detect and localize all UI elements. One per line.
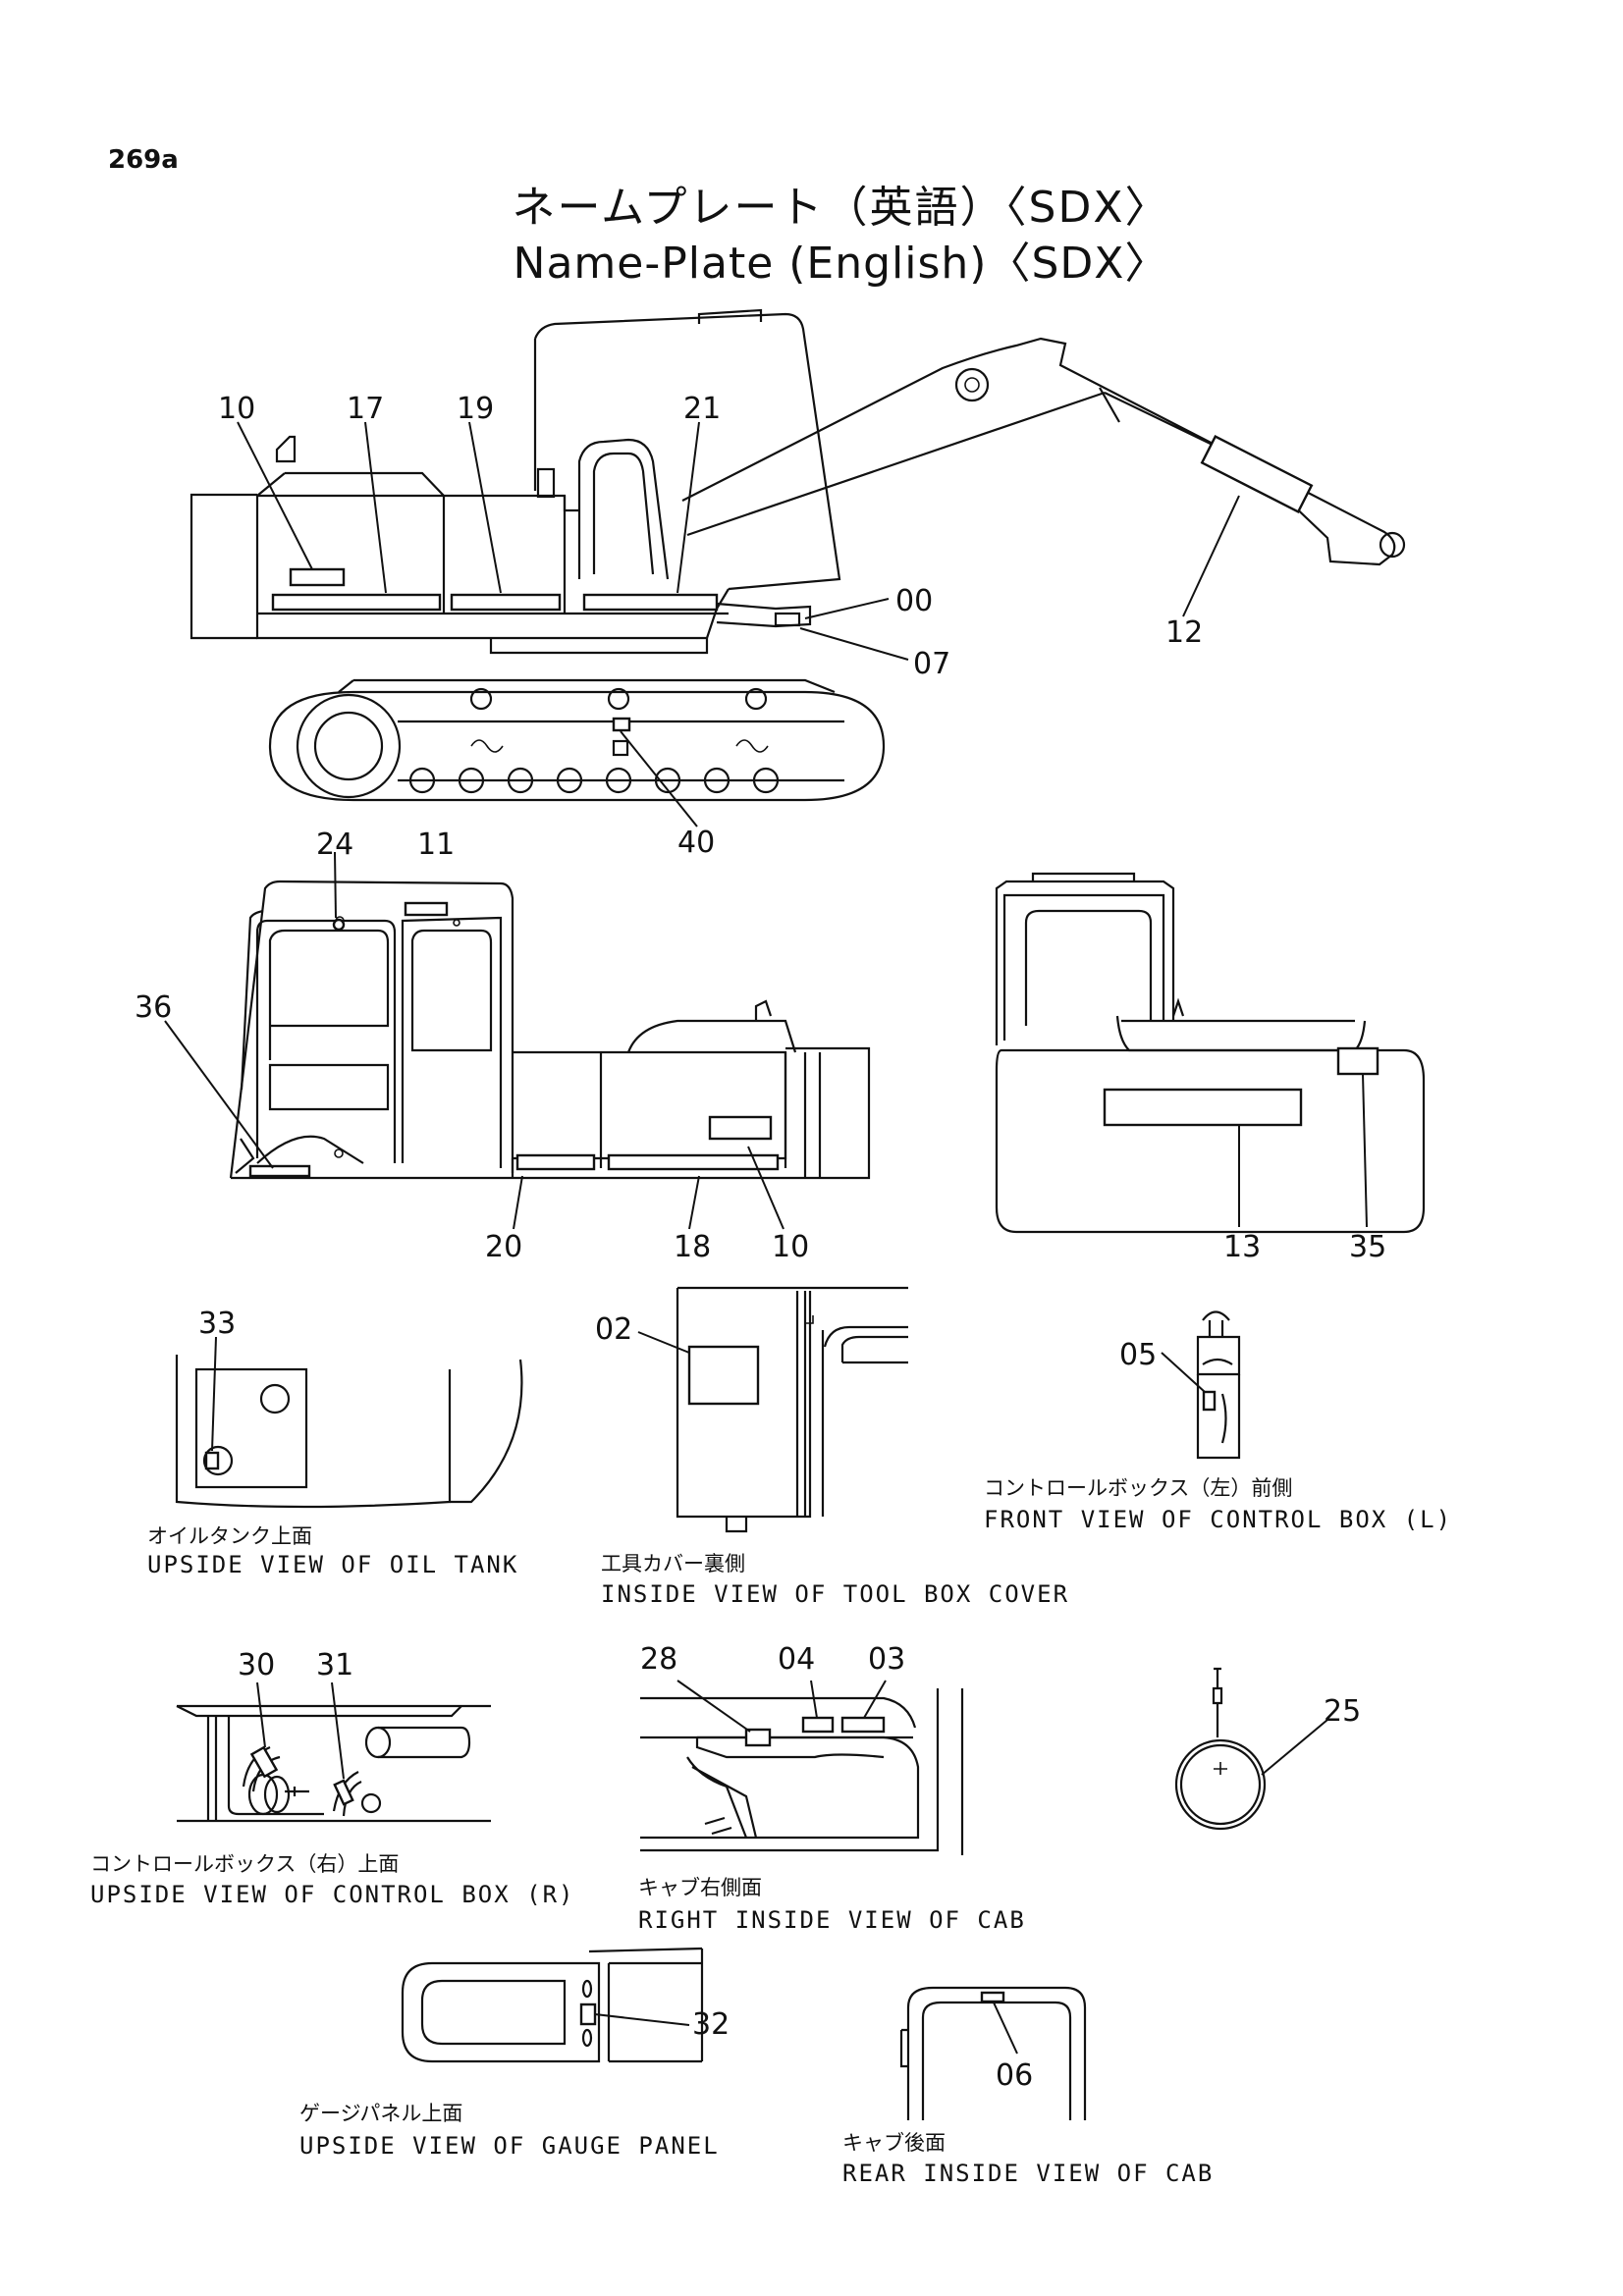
plate-18 [607,1153,780,1171]
caption-gauge-jp: ゲージパネル上面 [299,2102,462,2125]
callout-36: 36 [135,990,172,1025]
callout-04: 04 [778,1642,815,1677]
gauge-panel-view: ゲージパネル上面 UPSIDE VIEW OF GAUGE PANEL [299,1947,720,2160]
caption-control-r-jp: コントロールボックス（右）上面 [90,1852,399,1876]
callout-06: 06 [996,2058,1033,2093]
callout-25: 25 [1324,1694,1361,1729]
oil-tank-view: オイルタンク上面 UPSIDE VIEW OF OIL TANK [147,1336,523,1578]
tool-box-cover-view: 工具カバー裏側 INSIDE VIEW OF TOOL BOX COVER [601,1286,1069,1608]
cab-rear-inside-view: キャブ後面 REAR INSIDE VIEW OF CAB [842,1986,1214,2187]
callout-07: 07 [913,647,950,681]
callout-05: 05 [1119,1338,1157,1372]
callout-32: 32 [692,2007,730,2042]
callout-13: 13 [1223,1230,1261,1264]
plate-40 [612,717,631,732]
cab-right-inside-view: キャブ右側面 RIGHT INSIDE VIEW OF CAB [638,1680,1026,1934]
excavator-side-view [189,308,1406,828]
caption-cab-rear-en: REAR INSIDE VIEW OF CAB [842,2160,1214,2187]
plate-03 [840,1716,886,1734]
ring-tag-view [1174,1667,1328,1831]
caption-tool-box-en: INSIDE VIEW OF TOOL BOX COVER [601,1580,1069,1608]
caption-cab-right-en: RIGHT INSIDE VIEW OF CAB [638,1906,1026,1934]
callout-21: 21 [683,392,721,426]
caption-control-l-jp: コントロールボックス（左）前側 [984,1476,1292,1500]
plate-33 [204,1451,220,1470]
control-box-left-view: コントロールボックス（左）前側 FRONT VIEW OF CONTROL BO… [984,1310,1452,1533]
caption-control-l-en: FRONT VIEW OF CONTROL BOX (L) [984,1506,1452,1533]
plate-35 [1336,1046,1380,1076]
caption-cab-rear-jp: キャブ後面 [842,2131,946,2155]
callout-17: 17 [347,392,384,426]
plate-20 [515,1153,596,1171]
plate-02 [687,1345,760,1406]
cab-side-view [164,851,871,1230]
caption-oil-tank-en: UPSIDE VIEW OF OIL TANK [147,1551,518,1578]
callout-20: 20 [485,1230,522,1264]
title-japanese: ネームプレート（英語）〈SDX〉 [512,183,1170,233]
callout-18: 18 [674,1230,711,1264]
caption-control-r-en: UPSIDE VIEW OF CONTROL BOX (R) [90,1881,574,1908]
callout-40: 40 [677,826,715,860]
caption-tool-box-jp: 工具カバー裏側 [601,1552,745,1575]
plate-21 [582,593,719,612]
callout-12: 12 [1165,615,1203,650]
callout-19: 19 [457,392,494,426]
callout-10-upper: 10 [218,392,255,426]
callout-30: 30 [238,1648,275,1682]
caption-gauge-en: UPSIDE VIEW OF GAUGE PANEL [299,2132,720,2160]
plate-11 [404,901,449,917]
plate-10-upper [289,567,346,587]
callout-10-lower: 10 [772,1230,809,1264]
plate-10-lower [708,1115,773,1141]
callout-31: 31 [316,1648,353,1682]
plate-17 [271,593,442,612]
callout-00: 00 [895,584,933,618]
plate-30 [249,1745,279,1779]
callout-28: 28 [640,1642,677,1677]
callout-35: 35 [1349,1230,1386,1264]
plate-13 [1103,1088,1303,1127]
plate-28 [744,1728,772,1747]
plate-05 [1202,1390,1217,1412]
callout-02: 02 [595,1312,632,1347]
plate-06 [980,1991,1005,2003]
callout-33: 33 [198,1307,236,1341]
plate-36 [248,1164,311,1178]
caption-cab-right-jp: キャブ右側面 [638,1876,762,1899]
callout-11: 11 [417,828,455,862]
plate-19 [450,593,562,612]
plate-32 [579,2002,597,2026]
callout-24: 24 [316,828,353,862]
title-english: Name-Plate (English)〈SDX〉 [513,239,1169,289]
caption-oil-tank-jp: オイルタンク上面 [147,1524,312,1548]
plate-24 [332,918,346,932]
rear-view [995,872,1426,1234]
page-number: 269a [108,145,179,175]
callout-03: 03 [868,1642,905,1677]
plate-12 [1200,435,1314,513]
control-box-right-view: コントロールボックス（右）上面 UPSIDE VIEW OF CONTROL B… [90,1682,574,1908]
plate-31 [333,1779,354,1806]
plate-04 [801,1716,835,1734]
